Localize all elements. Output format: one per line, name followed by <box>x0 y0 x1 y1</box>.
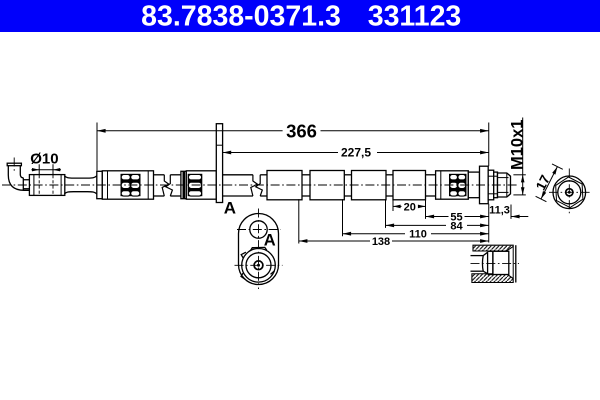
svg-text:11,3: 11,3 <box>489 205 510 217</box>
svg-text:110: 110 <box>409 229 427 241</box>
svg-text:A: A <box>224 198 236 217</box>
svg-text:227,5: 227,5 <box>341 146 371 160</box>
svg-text:55: 55 <box>450 211 462 223</box>
svg-text:331123: 331123 <box>368 1 462 33</box>
svg-text:138: 138 <box>372 236 390 248</box>
svg-text:366: 366 <box>286 120 317 141</box>
svg-text:83.7838-0371.3: 83.7838-0371.3 <box>141 1 341 33</box>
svg-text:M10x1: M10x1 <box>508 120 526 170</box>
svg-text:Ø10: Ø10 <box>30 150 58 167</box>
svg-text:20: 20 <box>404 201 416 213</box>
svg-text:A: A <box>264 232 276 250</box>
svg-text:17: 17 <box>533 173 553 193</box>
svg-text:84: 84 <box>450 220 463 232</box>
